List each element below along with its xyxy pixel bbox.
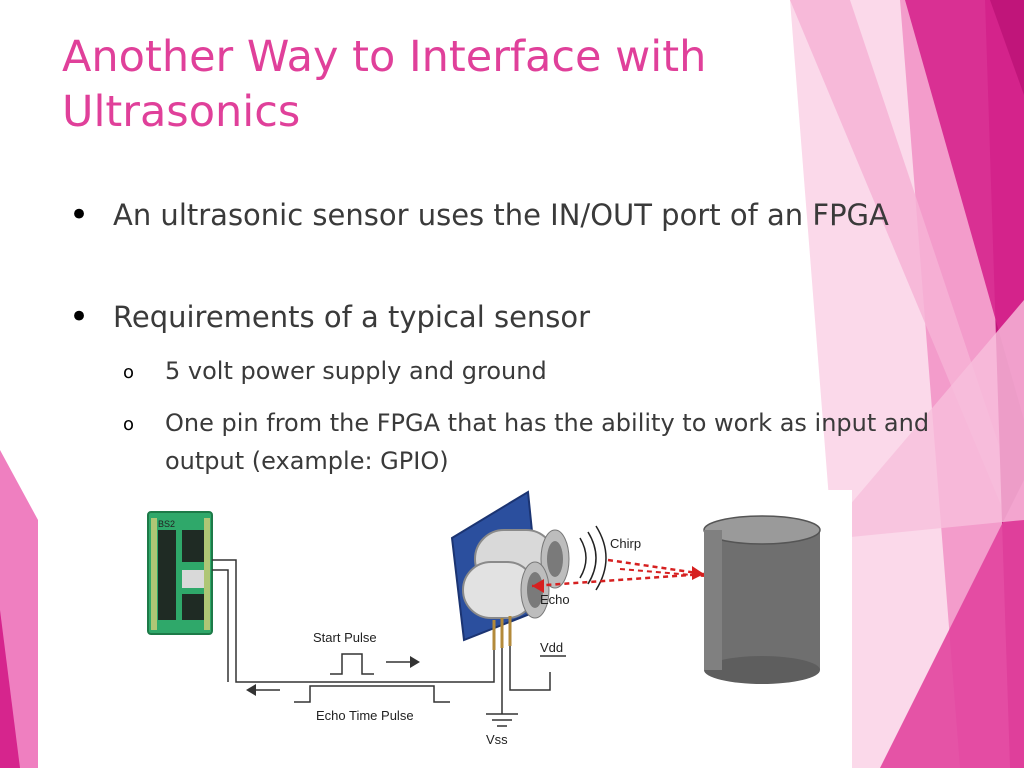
slide-title: Another Way to Interface with Ultrasonic…	[62, 32, 707, 137]
microcontroller-board: BS2	[147, 511, 213, 635]
sub-bullet-marker: o	[123, 414, 135, 435]
sound-waves	[579, 525, 607, 591]
echo-time-pulse-label: Echo Time Pulse	[316, 708, 414, 723]
sub-bullet-text: One pin from the FPGA that has the abili…	[165, 409, 930, 475]
echo-pulse-signal	[246, 684, 450, 703]
wiring	[212, 559, 551, 727]
echo-label: Echo	[540, 592, 570, 607]
bullet-text: An ultrasonic sensor uses the IN/OUT por…	[113, 198, 889, 232]
start-pulse-signal	[330, 653, 420, 675]
chirp-echo-arrows	[531, 558, 705, 593]
sub-bullet-text: 5 volt power supply and ground	[165, 357, 547, 385]
sub-bullet-item: o One pin from the FPGA that has the abi…	[123, 404, 935, 480]
bullet-text: Requirements of a typical sensor	[113, 300, 591, 334]
ultrasonic-diagram: BS2 Chirp Echo	[130, 490, 852, 768]
start-pulse-label: Start Pulse	[313, 630, 377, 645]
ultrasonic-sensor	[450, 490, 570, 650]
vss-label: Vss	[486, 732, 508, 747]
bullet-marker: •	[69, 297, 90, 337]
bullet-item: • Requirements of a typical sensor	[69, 295, 933, 339]
board-label: BS2	[158, 519, 175, 529]
sub-bullet-item: o 5 volt power supply and ground	[123, 352, 935, 390]
target-cylinder	[703, 515, 821, 684]
bullet-marker: •	[69, 195, 90, 235]
vdd-label: Vdd	[540, 640, 563, 655]
sub-bullet-marker: o	[123, 362, 135, 383]
chirp-label: Chirp	[610, 536, 641, 551]
bullet-item: • An ultrasonic sensor uses the IN/OUT p…	[69, 193, 933, 237]
